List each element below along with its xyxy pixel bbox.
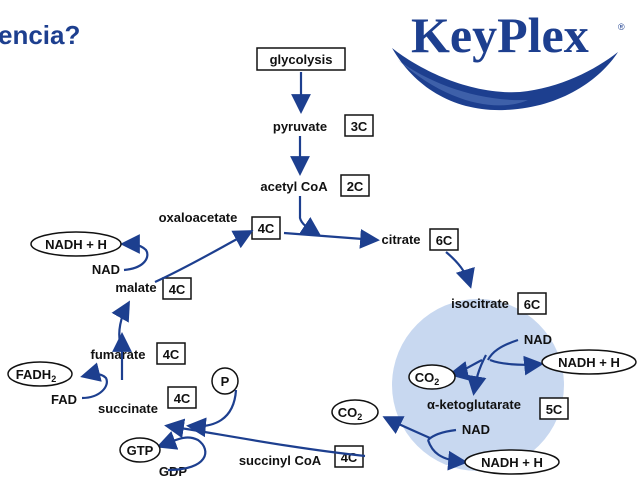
gdp-label: GDP <box>159 464 188 479</box>
ketoglutarate-cofactor-arrows <box>382 416 468 471</box>
co2-1-label: CO2 <box>415 370 440 387</box>
pyruvate-label: pyruvate <box>273 119 327 134</box>
arrow-nad-nadh-3 <box>120 234 149 272</box>
arrow-malate-oxaloacetate <box>154 230 254 284</box>
arrow-oxaloacetate-citrate <box>283 228 380 249</box>
citrate-label: citrate <box>381 232 420 247</box>
citrate-carbon-box <box>429 228 459 251</box>
nad-1-label: NAD <box>524 332 552 347</box>
ketoglutarate-carbons: 5C <box>546 402 563 417</box>
co2-1-subscript: 2 <box>434 377 439 387</box>
co2-2-text: CO <box>338 405 358 420</box>
glycolysis-box <box>256 47 346 71</box>
fumarate-label: fumarate <box>91 347 146 362</box>
arrow-isocitrate-ketoglutarate <box>466 354 487 396</box>
oxaloacetate-label: oxaloacetate <box>159 210 238 225</box>
arrow-to-nadh-1 <box>489 355 544 376</box>
co2-2-oval <box>331 399 379 425</box>
logo-wave-highlight-icon <box>398 60 528 106</box>
nad-1-curve <box>487 338 519 361</box>
malate-carbons: 4C <box>169 282 186 297</box>
fumarate-carbon-box <box>156 342 186 365</box>
arrow-fad-fadh2 <box>80 362 108 400</box>
fumarate-carbons: 4C <box>163 347 180 362</box>
fadh2-subscript: 2 <box>51 374 56 384</box>
glycolysis-label: glycolysis <box>270 52 333 67</box>
co2-1-text: CO <box>415 370 435 385</box>
co2-2-subscript: 2 <box>357 412 362 422</box>
arrow-acetylcoa-citrate <box>298 196 322 237</box>
acetyl-coa-label: acetyl CoA <box>260 179 328 194</box>
succinate-carbon-box <box>167 386 197 409</box>
citrate-carbons: 6C <box>436 233 453 248</box>
arrow-phosphate <box>186 389 238 438</box>
pyruvate-carbon-box <box>344 114 374 137</box>
phosphate-circle <box>211 367 239 395</box>
succinate-carbons: 4C <box>174 391 191 406</box>
co2-2-label: CO2 <box>338 405 363 422</box>
nadh-3-oval <box>30 231 122 257</box>
page-heading: encia? <box>0 20 80 50</box>
logo-text: KeyPlex <box>411 7 589 63</box>
phosphate-label: P <box>221 374 230 389</box>
keyplex-logo: KeyPlex ® <box>392 7 625 111</box>
arrow-gdp-gtp <box>156 431 207 472</box>
gtp-label: GTP <box>127 443 154 458</box>
nad-2-curve <box>427 428 457 441</box>
malate-carbon-box <box>162 277 192 300</box>
succinate-label: succinate <box>98 401 158 416</box>
nad-2-label: NAD <box>462 422 490 437</box>
nad-3-label: NAD <box>92 262 120 277</box>
oxaloacetate-carbons: 4C <box>258 221 275 236</box>
isocitrate-label: isocitrate <box>451 296 509 311</box>
arrow-citrate-isocitrate <box>445 251 475 289</box>
nadh-2-oval <box>464 449 560 475</box>
pyruvate-carbons: 3C <box>351 119 368 134</box>
arrow-to-nadh-2 <box>426 439 468 471</box>
fadh2-oval <box>7 361 73 387</box>
succinyl-coa-carbons: 4C <box>341 450 358 465</box>
acetyl-coa-carbon-box <box>340 174 370 197</box>
ketoglutarate-carbon-box <box>539 397 569 420</box>
logo-registered-mark: ® <box>618 22 625 32</box>
fadh2-text: FADH <box>16 367 51 382</box>
nadh-3-label: NADH + H <box>45 237 107 252</box>
arrow-to-co2-2 <box>382 416 431 440</box>
oxaloacetate-carbon-box <box>251 216 281 240</box>
nadh-2-label: NADH + H <box>481 455 543 470</box>
acetyl-coa-carbons: 2C <box>347 179 364 194</box>
gtp-oval <box>119 437 161 463</box>
logo-wave-icon <box>392 48 618 111</box>
ketoglutarate-label: α-ketoglutarate <box>427 397 521 412</box>
fad-label: FAD <box>51 392 77 407</box>
nadh-1-label: NADH + H <box>558 355 620 370</box>
isocitrate-carbons: 6C <box>524 297 541 312</box>
fadh2-label: FADH2 <box>16 367 56 384</box>
nadh-1-oval <box>541 349 637 375</box>
malate-label: malate <box>115 280 156 295</box>
isocitrate-carbon-box <box>517 292 547 315</box>
co2-1-oval <box>408 364 456 390</box>
arrow-fumarate-malate <box>111 300 130 343</box>
succinyl-coa-label: succinyl CoA <box>239 453 322 468</box>
